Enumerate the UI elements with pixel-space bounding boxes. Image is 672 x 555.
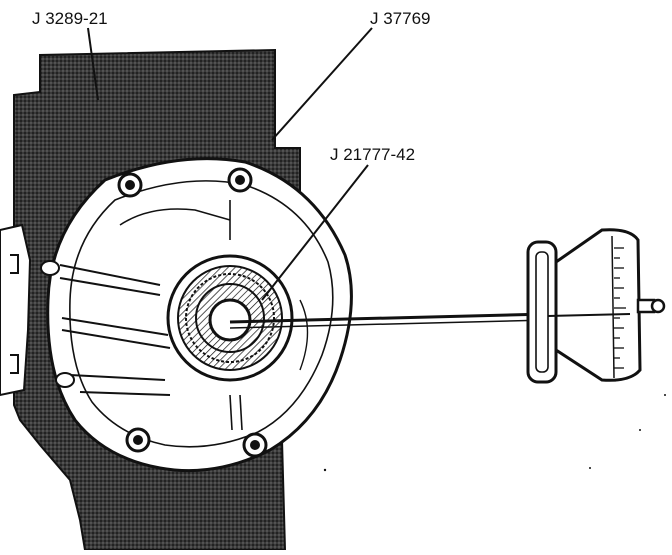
leader-line-j3289-21 — [87, 27, 99, 101]
bolt-head — [117, 172, 143, 198]
leader-lines — [87, 27, 373, 301]
torque-wrench — [229, 228, 666, 384]
bolt-head — [125, 427, 151, 453]
callout-torque-socket: J 21777-42 — [330, 145, 416, 164]
leader-line-j37769 — [271, 27, 373, 141]
bolt-heads — [117, 167, 268, 458]
pinion-flange — [166, 254, 294, 382]
leader-line-j21777-42 — [261, 164, 369, 301]
bolt-head — [227, 167, 253, 193]
dial-scale-ticks — [614, 247, 626, 369]
callout-holding-fixture: J 3289-21 — [32, 9, 108, 28]
bolt-head — [242, 432, 268, 458]
callout-adapter-tool: J 37769 — [370, 9, 431, 28]
print-specks — [323, 394, 666, 472]
